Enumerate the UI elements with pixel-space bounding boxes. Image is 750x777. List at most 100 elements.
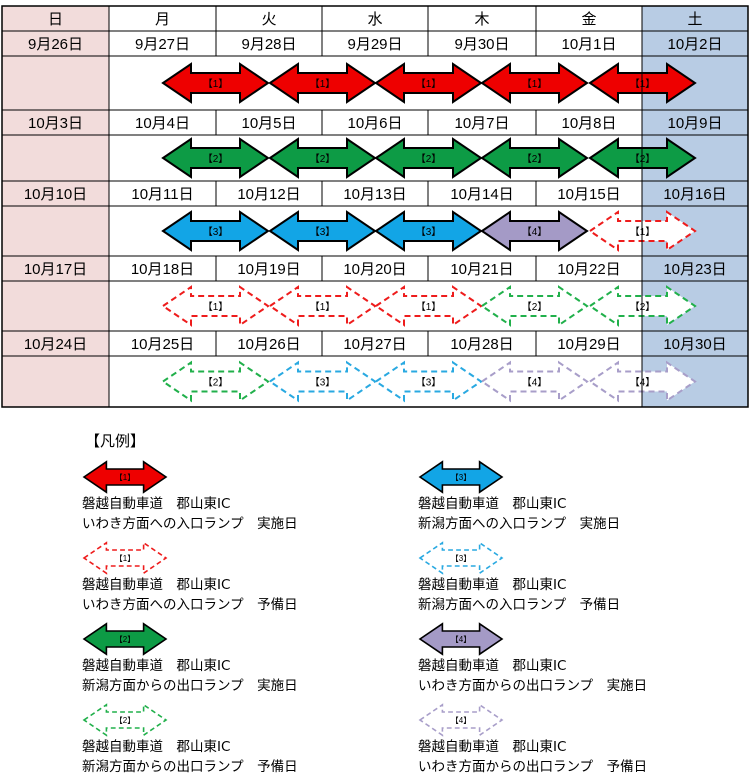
legend-arrow-1-solid-label: 【1】 — [115, 473, 135, 482]
legend-arrow-3-dashed-label: 【3】 — [451, 554, 471, 563]
date-cell: 10月29日 — [557, 336, 620, 353]
legend-line-2: 新潟方面への入口ランプ 予備日 — [418, 597, 621, 613]
closure-arrow-1-solid-label: 【1】 — [416, 78, 442, 90]
calendar-grid — [1, 5, 749, 408]
date-cell: 10月1日 — [561, 36, 616, 53]
legend-arrow-icon: 【4】 — [418, 703, 504, 737]
closure-arrow-2-solid-label: 【2】 — [416, 153, 442, 165]
date-cell: 10月16日 — [663, 186, 726, 203]
date-cell: 10月28日 — [450, 336, 513, 353]
date-cell: 10月12日 — [237, 186, 300, 203]
legend-arrow-icon: 【1】 — [82, 460, 168, 494]
closure-arrow-1-solid-label: 【1】 — [310, 78, 336, 90]
closure-arrow-4-solid-label: 【4】 — [522, 226, 548, 238]
closure-arrow-3-solid: 【3】 — [374, 210, 483, 252]
date-cell: 10月19日 — [237, 261, 300, 278]
weekday-header-0: 日 — [48, 11, 63, 28]
closure-arrow-1-solid: 【1】 — [480, 62, 589, 104]
legend-line-2: 新潟方面への入口ランプ 実施日 — [418, 516, 621, 532]
legend-arrow-2-solid: 【2】 — [82, 622, 168, 656]
legend-line-1: 磐越自動車道 郡山東IC — [82, 739, 231, 755]
closure-arrow-3-solid-label: 【3】 — [416, 226, 442, 238]
date-cell: 10月3日 — [28, 115, 83, 132]
closure-arrow-2-dashed: 【2】 — [480, 285, 589, 327]
closure-arrow-1-solid: 【1】 — [268, 62, 377, 104]
legend-arrow-4-dashed-label: 【4】 — [451, 716, 471, 725]
weekday-header-4: 木 — [474, 11, 489, 28]
weekday-header-3: 水 — [367, 11, 382, 28]
date-cell: 10月20日 — [343, 261, 406, 278]
closure-arrow-3-solid-label: 【3】 — [203, 226, 229, 238]
date-cell: 10月27日 — [343, 336, 406, 353]
legend-arrow-icon: 【3】 — [418, 541, 504, 575]
date-cell: 10月26日 — [237, 336, 300, 353]
date-cell: 10月17日 — [24, 261, 87, 278]
legend-arrow-3-solid-label: 【3】 — [451, 473, 471, 482]
date-cell: 10月5日 — [241, 115, 296, 132]
legend-line-1: 磐越自動車道 郡山東IC — [82, 658, 231, 674]
closure-arrow-4-dashed: 【4】 — [480, 360, 589, 403]
closure-arrow-1-solid-label: 【1】 — [522, 78, 548, 90]
closure-arrow-4-dashed-label: 【4】 — [522, 377, 548, 389]
closure-arrow-3-solid-label: 【3】 — [310, 226, 336, 238]
legend-item-3-solid: 【3】磐越自動車道 郡山東IC 新潟方面への入口ランプ 実施日 — [418, 460, 620, 534]
legend-item-1-solid: 【1】磐越自動車道 郡山東IC いわき方面への入口ランプ 実施日 — [82, 460, 298, 534]
closure-arrow-3-dashed-label: 【3】 — [416, 377, 442, 389]
date-cell: 10月30日 — [663, 336, 726, 353]
date-cell: 10月24日 — [24, 336, 87, 353]
closure-arrow-2-dashed: 【2】 — [161, 360, 270, 403]
date-cell: 10月23日 — [663, 261, 726, 278]
date-cell: 9月29日 — [347, 36, 402, 53]
legend-arrow-icon: 【3】 — [418, 460, 504, 494]
date-cell: 10月6日 — [347, 115, 402, 132]
legend-arrow-icon: 【1】 — [82, 541, 168, 575]
legend-arrow-4-solid: 【4】 — [418, 622, 504, 656]
closure-arrow-4-solid: 【4】 — [480, 210, 589, 252]
closure-arrow-2-dashed-label: 【2】 — [203, 377, 229, 389]
closure-arrow-1-solid: 【1】 — [161, 62, 270, 104]
legend-line-1: 磐越自動車道 郡山東IC — [82, 496, 231, 512]
date-cell: 10月18日 — [131, 261, 194, 278]
closure-arrow-2-solid-label: 【2】 — [203, 153, 229, 165]
legend-item-2-dashed: 【2】磐越自動車道 郡山東IC 新潟方面からの出口ランプ 予備日 — [82, 703, 298, 777]
weekday-header-2: 火 — [261, 11, 276, 28]
legend-line-2: いわき方面への入口ランプ 実施日 — [82, 516, 298, 532]
closure-arrow-2-solid: 【2】 — [161, 137, 270, 179]
legend-line-1: 磐越自動車道 郡山東IC — [418, 739, 567, 755]
legend-arrow-1-solid: 【1】 — [82, 460, 168, 494]
legend-arrow-3-dashed: 【3】 — [418, 541, 504, 575]
date-cell: 9月27日 — [135, 36, 190, 53]
closure-arrow-2-solid-label: 【2】 — [310, 153, 336, 165]
date-cell: 10月13日 — [343, 186, 406, 203]
closure-arrow-1-dashed: 【1】 — [374, 285, 483, 327]
weekday-header-5: 金 — [581, 11, 596, 28]
closure-arrow-1-dashed: 【1】 — [268, 285, 377, 327]
legend-arrow-2-dashed-label: 【2】 — [115, 716, 135, 725]
closure-arrow-2-solid-label: 【2】 — [522, 153, 548, 165]
date-cell: 9月26日 — [28, 36, 83, 53]
date-cell: 10月10日 — [24, 186, 87, 203]
closure-arrow-2-solid: 【2】 — [480, 137, 589, 179]
closure-arrow-3-dashed-label: 【3】 — [310, 377, 336, 389]
closure-arrow-2-dashed-label: 【2】 — [522, 301, 548, 313]
legend-arrow-icon: 【4】 — [418, 622, 504, 656]
legend-arrow-icon: 【2】 — [82, 703, 168, 737]
date-cell: 10月11日 — [131, 186, 193, 203]
date-cell: 10月14日 — [450, 186, 513, 203]
legend-line-2: 新潟方面からの出口ランプ 予備日 — [82, 759, 298, 775]
date-cell: 10月2日 — [667, 36, 722, 53]
legend-arrow-2-dashed: 【2】 — [82, 703, 168, 737]
legend-line-1: 磐越自動車道 郡山東IC — [418, 496, 567, 512]
legend-arrow-3-solid: 【3】 — [418, 460, 504, 494]
legend-arrow-2-solid-label: 【2】 — [115, 635, 135, 644]
legend-title: 【凡例】 — [85, 432, 146, 450]
legend-arrow-4-dashed: 【4】 — [418, 703, 504, 737]
legend-line-2: いわき方面への入口ランプ 予備日 — [82, 597, 298, 613]
closure-arrow-1-dashed-label: 【1】 — [310, 301, 336, 313]
